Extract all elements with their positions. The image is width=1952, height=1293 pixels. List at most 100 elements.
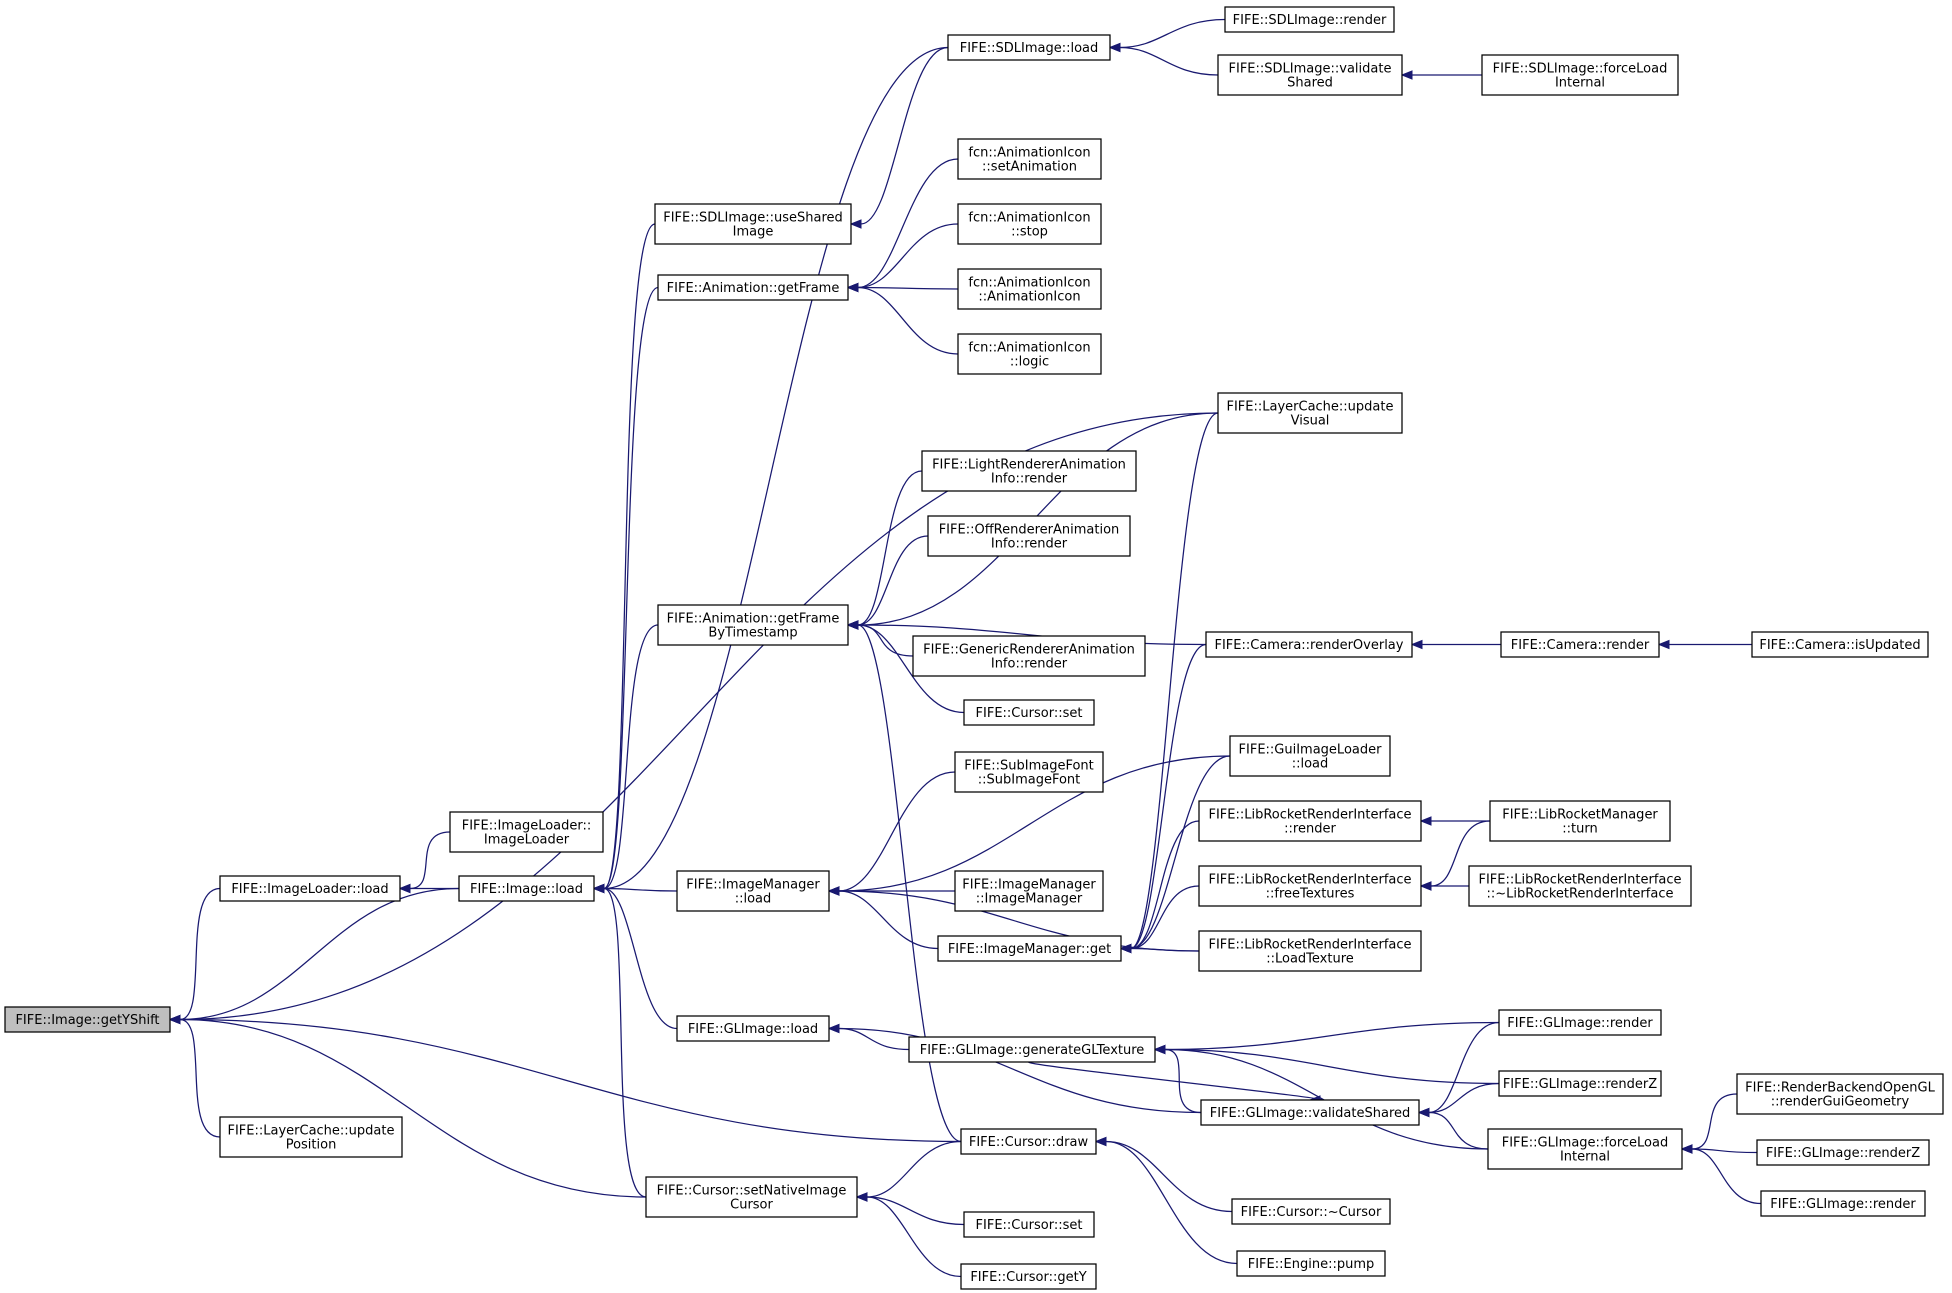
node-box: [1200, 1099, 1420, 1126]
node-gui-image-loader-load[interactable]: FIFE::GuiImageLoader::load: [1229, 735, 1391, 777]
node-lib-rocket-free-textures[interactable]: FIFE::LibRocketRenderInterface::freeText…: [1198, 865, 1422, 907]
node-label-line: FIFE::Camera::render: [1511, 638, 1650, 653]
node-label-line: ::load: [735, 892, 772, 907]
edge-arrowhead: [827, 1023, 840, 1034]
node-box: [1489, 800, 1671, 842]
node-label: FIFE::ImageLoader::load: [231, 882, 388, 897]
node-label-line: ImageLoader: [484, 833, 570, 848]
node-label-line: FIFE::Cursor::draw: [969, 1135, 1089, 1150]
node-label-line: Info::render: [991, 472, 1068, 487]
node-lib-rocket-manager-turn[interactable]: FIFE::LibRocketManager::turn: [1489, 800, 1671, 842]
node-image-loader-load[interactable]: FIFE::ImageLoader::load: [219, 875, 401, 902]
node-glimage-render-a[interactable]: FIFE::GLImage::render: [1498, 1009, 1662, 1036]
node-label: FIFE::Cursor::set: [976, 1218, 1083, 1233]
node-label-line: ::SubImageFont: [978, 773, 1081, 788]
node-anim-icon-ctor[interactable]: fcn::AnimationIcon::AnimationIcon: [957, 268, 1102, 310]
node-cursor-dtor[interactable]: FIFE::Cursor::~Cursor: [1231, 1198, 1391, 1225]
node-camera-render-overlay[interactable]: FIFE::Camera::renderOverlay: [1205, 631, 1413, 658]
node-get-yshift[interactable]: FIFE::Image::getYShift: [4, 1006, 171, 1033]
node-label: FIFE::Engine::pump: [1248, 1257, 1374, 1272]
edge-image-manager-get-layer-cache-update-visual: [1130, 412, 1219, 950]
node-image-loader-ctor[interactable]: FIFE::ImageLoader::ImageLoader: [449, 811, 604, 853]
edge-image-load-glimage-load: [603, 887, 678, 1030]
edge-arrowhead: [1680, 1144, 1693, 1154]
node-label-line: FIFE::SDLImage::load: [960, 41, 1099, 56]
node-lib-rocket-dtor[interactable]: FIFE::LibRocketRenderInterface::~LibRock…: [1468, 865, 1692, 907]
node-animation-get-frame[interactable]: FIFE::Animation::getFrame: [657, 274, 849, 301]
node-label: fcn::AnimationIcon::setAnimation: [968, 146, 1090, 175]
edge-arrowhead: [1657, 639, 1670, 650]
node-lib-rocket-render[interactable]: FIFE::LibRocketRenderInterface::render: [1198, 800, 1422, 842]
node-glimage-render-z-a[interactable]: FIFE::GLImage::renderZ: [1498, 1070, 1662, 1097]
node-render-backend-open-gl[interactable]: FIFE::RenderBackendOpenGL::renderGuiGeom…: [1736, 1073, 1944, 1115]
edge-animation-get-frame-by-timestamp-generic-renderer: [857, 624, 914, 657]
node-label-line: FIFE::ImageManager: [686, 878, 820, 893]
node-box: [963, 699, 1095, 726]
node-sub-image-font[interactable]: FIFE::SubImageFont::SubImageFont: [954, 751, 1104, 793]
node-glimage-validate-shared[interactable]: FIFE::GLImage::validateShared: [1200, 1099, 1420, 1126]
edge-arrowhead: [1419, 816, 1432, 826]
node-lib-rocket-load-texture[interactable]: FIFE::LibRocketRenderInterface::LoadText…: [1198, 930, 1422, 972]
node-label-line: FIFE::ImageManager: [962, 878, 1096, 893]
node-image-manager-load[interactable]: FIFE::ImageManager::load: [676, 870, 830, 912]
edge-glimage-validate-shared-glimage-generate-gltexture: [1028, 1061, 1323, 1101]
node-cursor-draw[interactable]: FIFE::Cursor::draw: [960, 1128, 1097, 1155]
edge-get-yshift-layer-cache-update-position: [179, 1018, 221, 1138]
edge-sdlimage-load-sdlimage-render: [1119, 18, 1226, 49]
node-label: FIFE::Cursor::draw: [969, 1135, 1089, 1150]
node-label-line: FIFE::Cursor::getY: [970, 1270, 1086, 1285]
node-sdlimage-load[interactable]: FIFE::SDLImage::load: [947, 34, 1111, 61]
node-glimage-render-b[interactable]: FIFE::GLImage::render: [1760, 1190, 1926, 1217]
node-cursor-set-a[interactable]: FIFE::Cursor::set: [963, 699, 1095, 726]
edge-glimage-validate-shared-glimage-render-a: [1428, 1021, 1500, 1114]
node-image-manager-ctor[interactable]: FIFE::ImageManager::ImageManager: [954, 870, 1104, 912]
node-sdlimage-render[interactable]: FIFE::SDLImage::render: [1224, 6, 1395, 33]
node-camera-render[interactable]: FIFE::Camera::render: [1500, 631, 1660, 658]
node-label-line: FIFE::SubImageFont: [964, 759, 1094, 774]
node-glimage-render-z-b[interactable]: FIFE::GLImage::renderZ: [1756, 1139, 1930, 1166]
node-anim-icon-stop[interactable]: fcn::AnimationIcon::stop: [957, 203, 1102, 245]
node-label: FIFE::Cursor::set: [976, 706, 1083, 721]
node-box: [1198, 800, 1422, 842]
node-cursor-set-b[interactable]: FIFE::Cursor::set: [963, 1211, 1095, 1238]
node-anim-icon-logic[interactable]: fcn::AnimationIcon::logic: [957, 333, 1102, 375]
node-label-line: FIFE::GLImage::render: [1770, 1197, 1916, 1212]
node-label-line: FIFE::Cursor::set: [976, 1218, 1083, 1233]
node-box: [1498, 1009, 1662, 1036]
edge-arrowhead: [398, 883, 411, 894]
node-glimage-load[interactable]: FIFE::GLImage::load: [676, 1015, 830, 1042]
node-label-line: fcn::AnimationIcon: [968, 211, 1090, 226]
node-label: FIFE::Camera::render: [1511, 638, 1650, 653]
node-label-line: FIFE::GLImage::forceLoad: [1502, 1136, 1668, 1151]
node-label-line: FIFE::GLImage::render: [1507, 1016, 1653, 1031]
node-image-manager-get[interactable]: FIFE::ImageManager::get: [937, 935, 1122, 962]
node-label-line: FIFE::Engine::pump: [1248, 1257, 1374, 1272]
node-anim-icon-set-animation[interactable]: fcn::AnimationIcon::setAnimation: [957, 138, 1102, 180]
node-label-line: ::setAnimation: [982, 160, 1077, 175]
node-label-line: FIFE::GLImage::renderZ: [1503, 1077, 1657, 1092]
node-engine-pump[interactable]: FIFE::Engine::pump: [1236, 1250, 1386, 1277]
node-label: fcn::AnimationIcon::AnimationIcon: [968, 276, 1090, 305]
node-camera-is-updated[interactable]: FIFE::Camera::isUpdated: [1751, 631, 1929, 658]
node-cursor-get-y[interactable]: FIFE::Cursor::getY: [960, 1263, 1097, 1290]
node-label-line: FIFE::SDLImage::forceLoad: [1493, 62, 1668, 77]
node-box: [921, 450, 1137, 492]
node-glimage-generate-gltexture[interactable]: FIFE::GLImage::generateGLTexture: [908, 1036, 1156, 1063]
node-image-load[interactable]: FIFE::Image::load: [458, 875, 595, 902]
node-label-line: ::render: [1284, 822, 1336, 837]
